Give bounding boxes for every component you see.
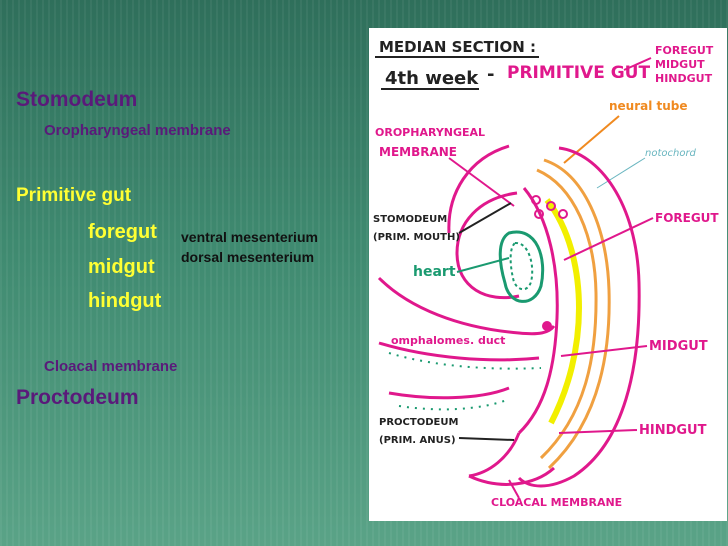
proctodeum-diagram-label-2: (PRIM. ANUS)	[379, 435, 456, 446]
cloacal-membrane-label: Cloacal membrane	[44, 358, 178, 375]
pouch-1	[531, 195, 541, 205]
cloacal-membrane-diagram-label: CLOACAL MEMBRANE	[491, 496, 622, 509]
pouch-3	[546, 201, 556, 211]
notochord	[544, 198, 583, 425]
hindgut-pointer	[558, 429, 638, 434]
allantois	[388, 386, 510, 400]
primitive-gut-label: Primitive gut	[16, 185, 132, 206]
heart-shape	[498, 230, 545, 303]
diagram-primitive-gut: PRIMITIVE GUT	[507, 63, 650, 83]
head-fold-outer	[447, 144, 510, 234]
neural-tube	[543, 158, 611, 470]
gut-dorsal-wall	[517, 187, 559, 435]
foregut-label: foregut	[88, 221, 157, 243]
notochord-pointer	[596, 157, 646, 189]
pouch-2	[534, 209, 544, 219]
proctodeum-diagram-label-1: PROCTODEUM	[379, 417, 458, 428]
oropharyngeal-pointer	[448, 157, 515, 207]
title-gut-list-foregut: FOREGUT	[655, 44, 714, 57]
stomodeum-pointer	[458, 202, 512, 234]
diagram-title-dash: -	[487, 64, 494, 85]
diagram-title-line2: 4th week	[385, 68, 479, 89]
cloaca-curve	[468, 466, 556, 486]
yolk-sac-inner	[378, 341, 540, 362]
ventral-mesenterium-label: ventral mesenterium	[181, 229, 318, 245]
oropharyngeal-diagram-label-2: MEMBRANE	[379, 145, 457, 159]
proctodeum-label: Proctodeum	[16, 386, 139, 409]
diagram-svg: MEDIAN SECTION : 4th week - PRIMITIVE GU…	[373, 38, 719, 509]
diagram-title-line1: MEDIAN SECTION :	[379, 38, 536, 56]
notochord-label: notochord	[645, 148, 697, 159]
stomodeum-diagram-label-2: (PRIM. MOUTH)	[373, 232, 460, 243]
foregut-pointer	[563, 217, 654, 261]
midgut-pointer	[560, 345, 648, 357]
neural-tube-inner	[536, 168, 598, 460]
foregut-diagram-label: FOREGUT	[655, 211, 719, 225]
pouch-4	[558, 209, 568, 219]
oropharyngeal-membrane-label: Oropharyngeal membrane	[44, 122, 231, 139]
dorsal-mesenterium-label: dorsal mesenterium	[181, 249, 315, 265]
heart-pointer	[456, 257, 510, 273]
title-gut-list-midgut: MIDGUT	[655, 58, 705, 71]
neural-tube-label: neural tube	[609, 99, 688, 113]
proctodeum-pointer	[458, 437, 515, 441]
stomodeum-label: Stomodeum	[16, 88, 138, 111]
cloacal-pointer	[508, 479, 520, 499]
neural-tube-pointer	[563, 115, 620, 164]
allantois-dots	[398, 399, 508, 411]
hindgut-diagram-label: HINDGUT	[639, 423, 707, 438]
omphalomesenteric-duct-label: omphalomes. duct	[391, 334, 505, 347]
oropharyngeal-diagram-label-1: OROPHARYNGEAL	[375, 126, 485, 139]
midgut-label: midgut	[88, 256, 155, 278]
midgut-diagram-label: MIDGUT	[649, 339, 708, 354]
title-gut-list-hindgut: HINDGUT	[655, 72, 713, 85]
hindgut-wall	[468, 432, 521, 478]
stomodeum-diagram-label-1: STOMODEUM	[373, 214, 447, 225]
heart-diagram-label: heart	[413, 264, 456, 280]
primitive-gut-arrow	[623, 57, 652, 71]
yolk-sac-wall	[377, 276, 556, 336]
heart-inner	[509, 241, 534, 291]
embryo-outline	[517, 146, 641, 488]
vitelline-dot	[542, 321, 552, 331]
head-fold	[455, 191, 520, 300]
hindgut-label: hindgut	[88, 290, 162, 312]
yolk-sac-dots	[388, 352, 542, 370]
median-section-diagram: MEDIAN SECTION : 4th week - PRIMITIVE GU…	[369, 28, 727, 521]
